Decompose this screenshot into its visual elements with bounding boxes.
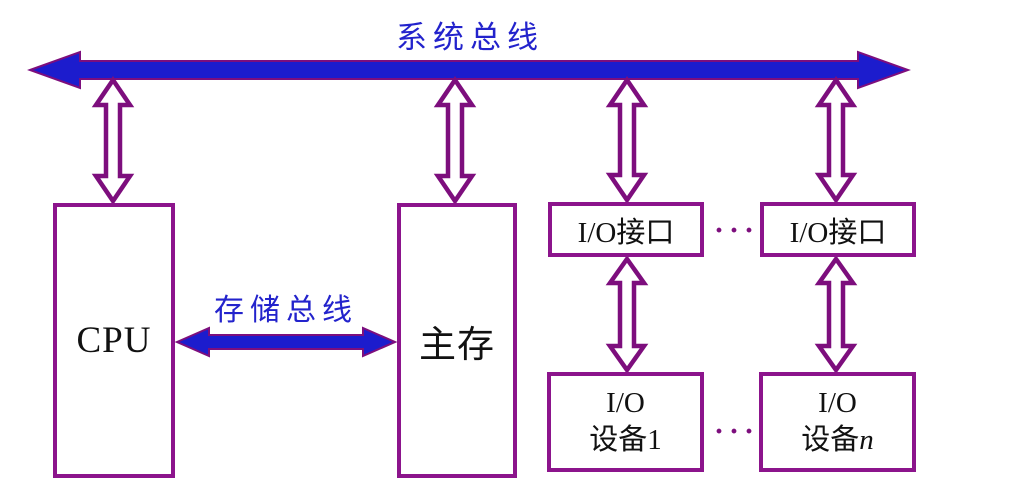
io-interface-2-bus-arrow <box>814 75 858 205</box>
main-memory-label: 主存 <box>419 324 495 366</box>
cpu-label: CPU <box>76 320 152 361</box>
io-device-n-line2: 设备n <box>801 422 874 459</box>
device-ellipsis: ··· <box>714 415 760 448</box>
io-interface-1-label: I/O接口 <box>577 216 675 249</box>
memory-bus-arrow <box>174 326 398 358</box>
main-memory-box: 主存 <box>397 203 517 478</box>
io-interface-2-box: I/O接口 <box>760 202 916 257</box>
io-device-1-box: I/O 设备1 <box>547 372 704 472</box>
system-bus-title: 系统总线 <box>396 20 544 55</box>
io-device-n-line2-prefix: 设备 <box>801 424 860 456</box>
memory-bus-label: 存储总线 <box>214 294 358 327</box>
io-interface-2-device-arrow <box>814 255 858 374</box>
memory-bus-vertical-arrow <box>433 75 477 206</box>
system-bus-arrow <box>27 50 911 90</box>
io-device-n-box: I/O 设备n <box>759 372 916 472</box>
io-device-1-line2: 设备1 <box>589 424 662 456</box>
io-interface-2-label: I/O接口 <box>789 216 887 249</box>
cpu-bus-arrow <box>91 75 135 206</box>
cpu-box: CPU <box>53 203 175 478</box>
interface-ellipsis: ··· <box>714 214 760 247</box>
io-interface-1-device-arrow <box>605 255 649 374</box>
io-interface-1-bus-arrow <box>605 75 649 205</box>
io-device-n-line1: I/O <box>818 387 857 419</box>
io-interface-1-box: I/O接口 <box>548 202 704 257</box>
io-device-1-line1: I/O <box>606 387 645 419</box>
io-device-n-variable: n <box>859 424 874 456</box>
